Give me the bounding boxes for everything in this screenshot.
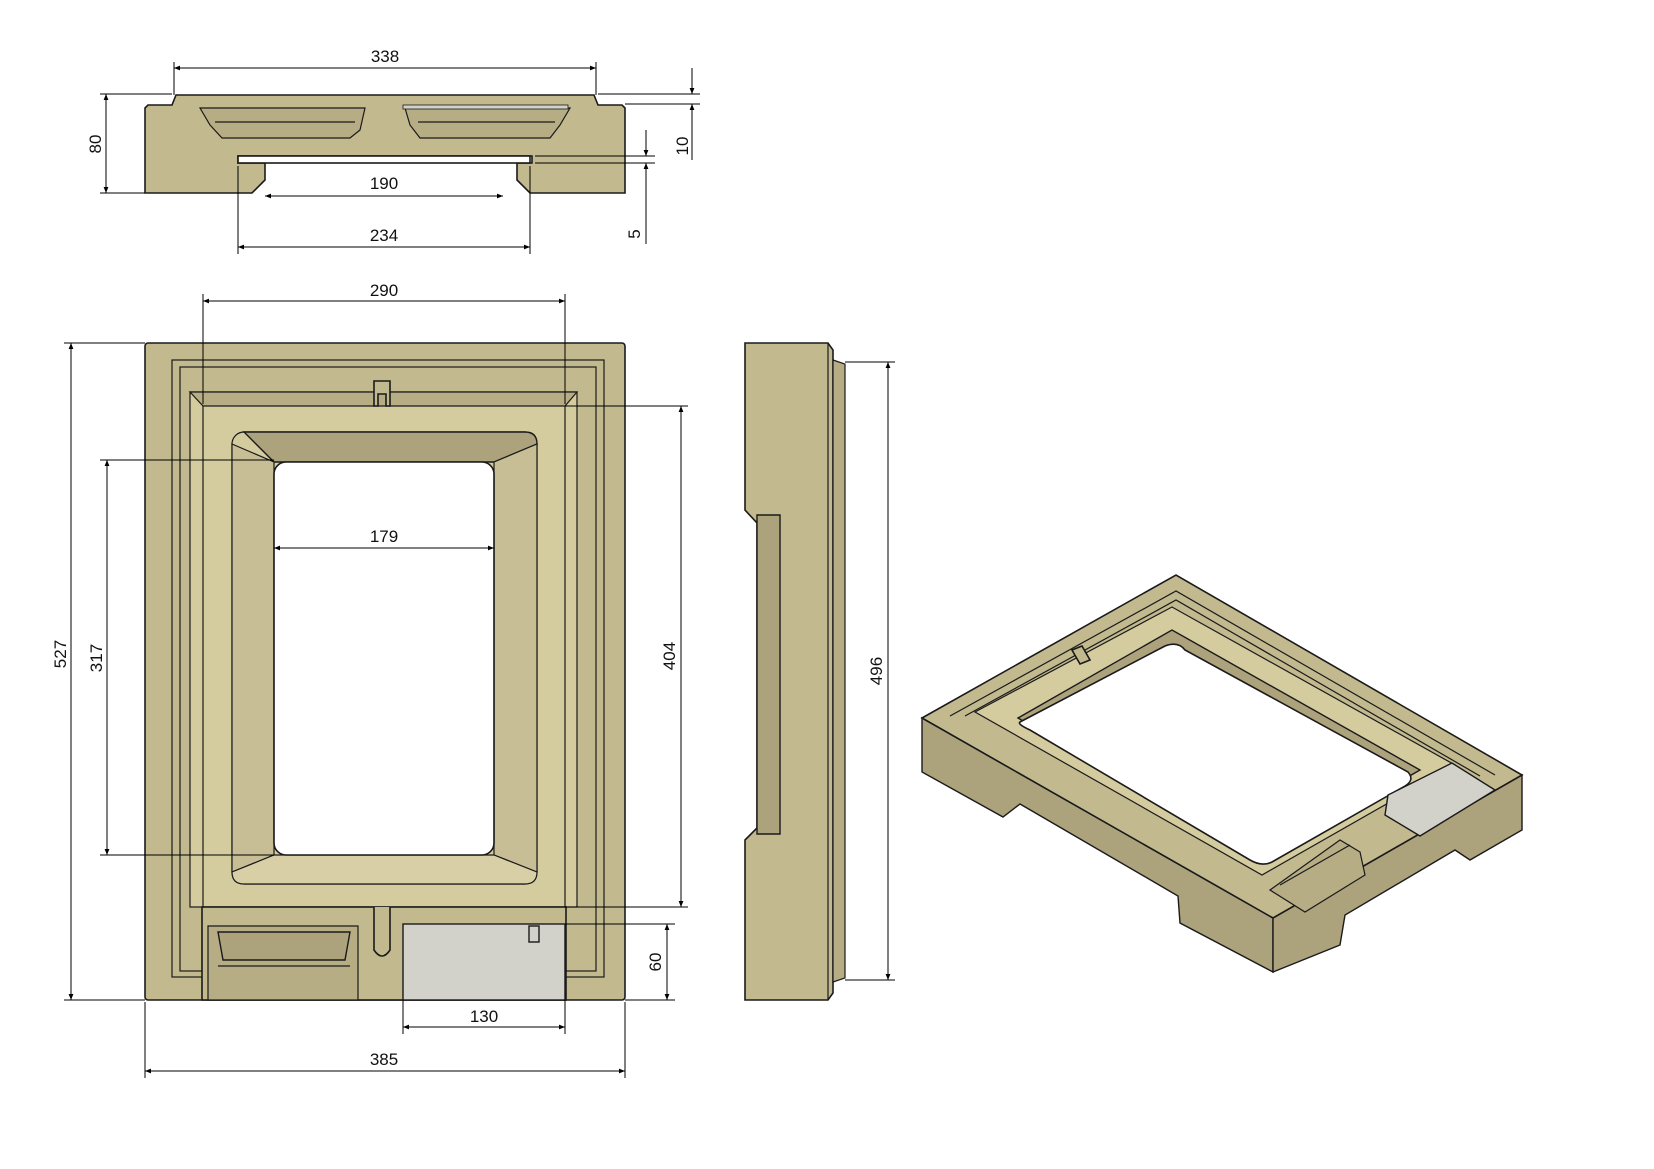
dim-opening-height: 317 [87,644,106,672]
dim-top-width: 338 [371,47,399,66]
dim-side-height: 496 [867,657,886,685]
dim-tray-width: 130 [470,1007,498,1026]
dim-overall-width: 385 [370,1050,398,1069]
dim-top-height: 80 [86,135,105,154]
dim-frame-height: 404 [660,642,679,670]
side-view [744,342,846,1001]
dim-overall-height: 527 [51,640,70,668]
isometric-view [920,574,1524,974]
front-view-dimensions: 290 179 527 317 404 60 130 385 [51,281,688,1078]
dim-opening-width: 179 [370,527,398,546]
dim-frame-width: 290 [370,281,398,300]
iso-gray-tray [1384,762,1497,837]
dim-slot-span: 234 [370,226,398,245]
gray-tray [402,923,566,1001]
dim-slot-height: 5 [625,229,644,238]
top-view-dimensions: 338 80 190 234 10 5 [86,47,700,254]
side-view-dimensions: 496 [845,361,895,981]
top-elevation-view [144,94,626,194]
dim-inner-gap: 190 [370,174,398,193]
dim-tray-height: 60 [646,953,665,972]
front-view [144,342,626,1001]
dim-lip-height: 10 [673,137,692,156]
